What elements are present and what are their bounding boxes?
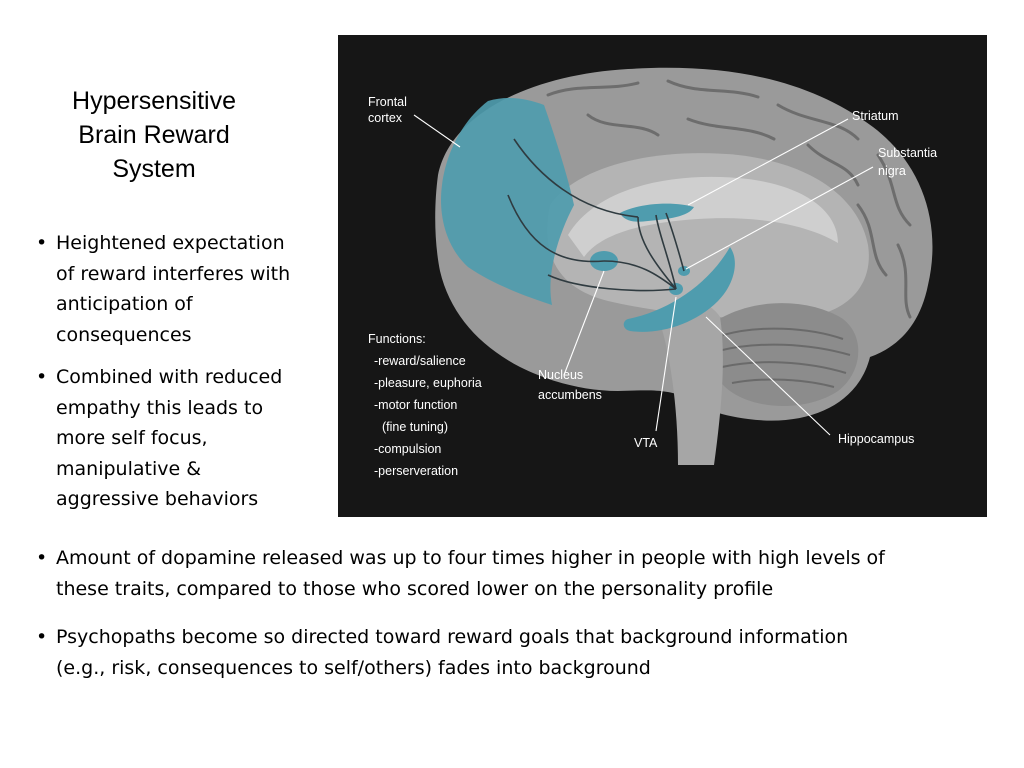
title-line: Hypersensitive	[72, 87, 236, 115]
nucleus-accumbens-label-line: accumbens	[538, 388, 602, 402]
corpus-callosum	[568, 176, 838, 257]
bullet-line: these traits, compared to those who scor…	[56, 577, 774, 600]
bullet-item: Amount of dopamine released was up to fo…	[32, 543, 992, 604]
hippocampus-label: Hippocampus	[838, 432, 914, 446]
bullet-line: Psychopaths become so directed toward re…	[56, 626, 849, 648]
brainstem	[660, 301, 723, 465]
slide-title: Hypersensitive Brain Reward System	[40, 84, 268, 186]
cerebellum-folds	[717, 327, 851, 388]
functions-heading: Functions:	[368, 332, 426, 346]
frontal-cortex-label-line: Frontal	[368, 95, 407, 109]
nucleus-accumbens-label-line: Nucleus	[538, 368, 583, 382]
substantia-nigra-label-line: Substantia	[878, 146, 937, 160]
substantia-nigra-label: Substantia nigra	[878, 146, 941, 178]
substantia-nigra-label-line: nigra	[878, 164, 906, 178]
bullet-item: Psychopaths become so directed toward re…	[32, 622, 992, 683]
function-item: -perserveration	[374, 464, 458, 478]
bullet-line: manipulative &	[56, 457, 202, 480]
function-item: -motor function	[374, 398, 457, 412]
function-item: -reward/salience	[374, 354, 466, 368]
frontal-cortex-region	[441, 98, 574, 306]
function-item: (fine tuning)	[382, 420, 448, 434]
bullet-line: aggressive behaviors	[56, 488, 259, 510]
brain-folds	[546, 79, 912, 319]
brain-diagram: Frontal cortex Striatum Substantia nigra…	[338, 35, 987, 517]
hippocampus-region	[623, 247, 735, 332]
bottom-bullet-list: Amount of dopamine released was up to fo…	[32, 543, 992, 701]
title-line: System	[112, 155, 196, 183]
nucleus-accumbens-label: Nucleus accumbens	[538, 368, 602, 402]
label-leaders	[413, 114, 874, 436]
bullet-line: anticipation of	[56, 293, 193, 315]
bullet-line: consequences	[56, 323, 192, 346]
brain-illustration: Frontal cortex Striatum Substantia nigra…	[338, 35, 987, 517]
bullet-line: Heightened expectation	[56, 232, 285, 254]
bullet-item: Combined with reduced empathy this leads…	[32, 362, 328, 515]
vta-label: VTA	[634, 436, 658, 450]
frontal-cortex-label-line: cortex	[368, 111, 403, 125]
striatum-label: Striatum	[852, 109, 899, 123]
function-item: -pleasure, euphoria	[374, 376, 482, 390]
bullet-item: Heightened expectation of reward interfe…	[32, 228, 328, 350]
bullet-line: (e.g., risk, consequences to self/others…	[56, 656, 651, 679]
function-item: -compulsion	[374, 442, 441, 456]
bullet-line: Amount of dopamine released was up to fo…	[56, 547, 885, 569]
title-line: Brain Reward	[78, 121, 230, 149]
bullet-line: more self focus,	[56, 427, 208, 449]
frontal-cortex-label: Frontal cortex	[368, 95, 410, 125]
bullet-line: empathy this leads to	[56, 396, 264, 419]
functions-list: Functions: -reward/salience -pleasure, e…	[368, 332, 485, 478]
bullet-line: Combined with reduced	[56, 366, 283, 388]
bullet-line: of reward interferes with	[56, 262, 291, 285]
side-bullet-list: Heightened expectation of reward interfe…	[32, 228, 328, 527]
dopamine-pathways	[507, 138, 685, 292]
